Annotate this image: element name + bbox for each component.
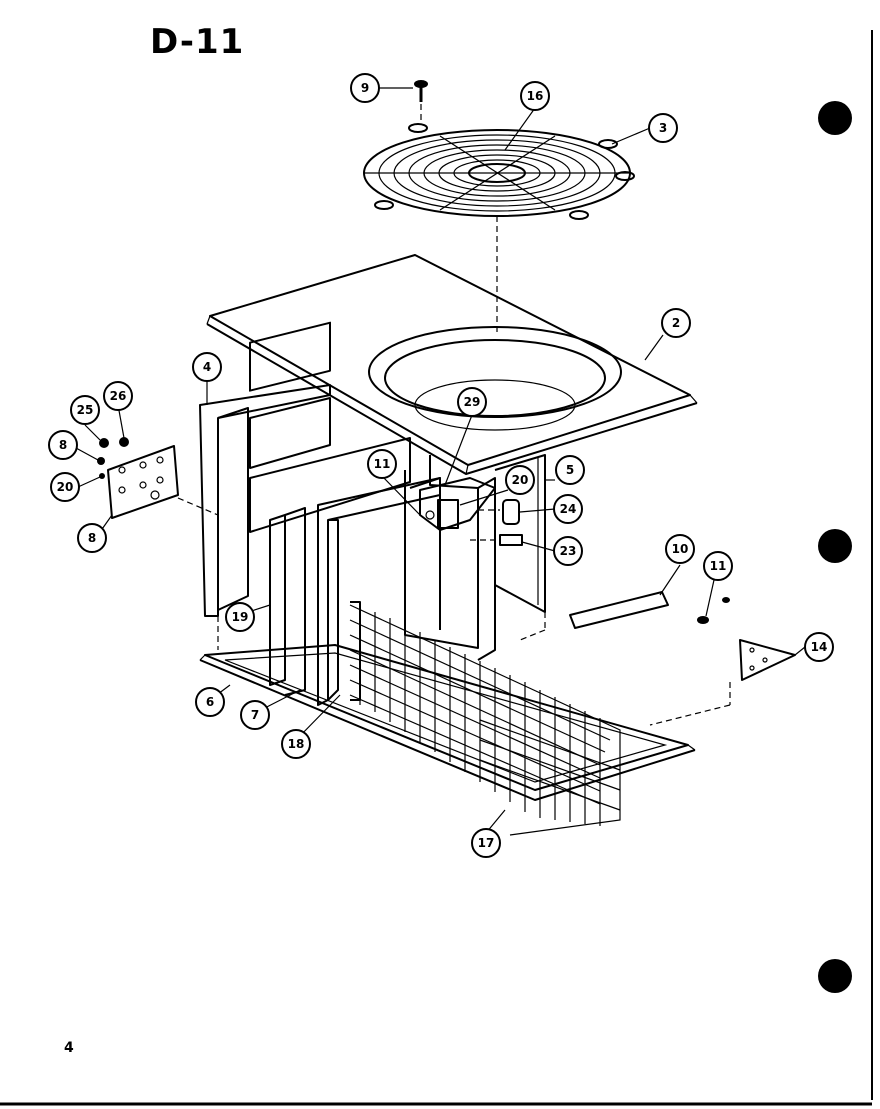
callout-16: 16 <box>520 81 550 111</box>
callout-25: 25 <box>70 395 100 425</box>
callout-4: 4 <box>192 352 222 382</box>
binder-hole-middle <box>818 529 852 563</box>
terminal-plate <box>107 445 179 519</box>
callout-label: 26 <box>110 389 127 403</box>
callout-label: 16 <box>527 89 544 103</box>
callout-label: 3 <box>659 121 667 135</box>
callout-20-center: 20 <box>505 465 535 495</box>
callout-8-upper: 8 <box>48 430 78 460</box>
callout-label: 7 <box>251 708 259 722</box>
callout-label: 29 <box>464 395 481 409</box>
callout-3: 3 <box>648 113 678 143</box>
callout-label: 18 <box>288 737 305 751</box>
callout-24: 24 <box>553 494 583 524</box>
terminal-plate-hardware <box>97 437 129 479</box>
callout-5: 5 <box>555 455 585 485</box>
capacitor <box>499 499 523 546</box>
page-number: 4 <box>64 1040 74 1056</box>
callout-label: 23 <box>560 544 577 558</box>
fan-guard <box>363 123 635 220</box>
callout-leaders <box>75 87 806 834</box>
callout-label: 14 <box>811 640 828 654</box>
callout-label: 19 <box>232 610 249 624</box>
callout-label: 4 <box>203 360 211 374</box>
base-pan <box>199 644 696 801</box>
callout-label: 5 <box>566 463 574 477</box>
callout-label: 8 <box>88 531 96 545</box>
callout-20-left: 20 <box>50 472 80 502</box>
callout-14: 14 <box>804 632 834 662</box>
callout-label: 17 <box>478 836 495 850</box>
callout-label: 20 <box>57 480 74 494</box>
callout-label: 11 <box>374 457 391 471</box>
callout-26: 26 <box>103 381 133 411</box>
callout-label: 20 <box>512 473 529 487</box>
binder-hole-bottom <box>818 959 852 993</box>
callout-label: 25 <box>77 403 94 417</box>
bracket-screw <box>697 597 730 624</box>
callout-23: 23 <box>553 536 583 566</box>
callout-label: 2 <box>672 316 680 330</box>
callout-11-center: 11 <box>367 449 397 479</box>
callout-17: 17 <box>471 828 501 858</box>
callout-7: 7 <box>240 700 270 730</box>
screw <box>414 80 428 102</box>
callout-label: 11 <box>710 559 727 573</box>
callout-9-top: 9 <box>350 73 380 103</box>
callout-29: 29 <box>457 387 487 417</box>
condenser-coil <box>349 601 621 836</box>
callout-11-right: 11 <box>703 551 733 581</box>
callout-19: 19 <box>225 602 255 632</box>
assembly-lines <box>217 509 731 726</box>
coil-bracket <box>569 591 669 629</box>
callout-18: 18 <box>281 729 311 759</box>
top-cover <box>206 254 698 475</box>
callout-label: 10 <box>672 542 689 556</box>
callout-8-lower: 8 <box>77 523 107 553</box>
callout-label: 24 <box>560 502 577 516</box>
corner-post <box>269 507 306 696</box>
binder-hole-top <box>818 101 852 135</box>
callout-6: 6 <box>195 687 225 717</box>
callout-10: 10 <box>665 534 695 564</box>
right-side-panel <box>494 454 546 613</box>
front-panel <box>317 477 441 706</box>
left-side-panel <box>199 321 411 617</box>
callout-label: 6 <box>206 695 214 709</box>
sheet-title: D-11 <box>150 22 245 62</box>
callout-label: 8 <box>59 438 67 452</box>
callout-2: 2 <box>661 308 691 338</box>
corner-plate <box>739 639 796 681</box>
callout-label: 9 <box>361 81 369 95</box>
